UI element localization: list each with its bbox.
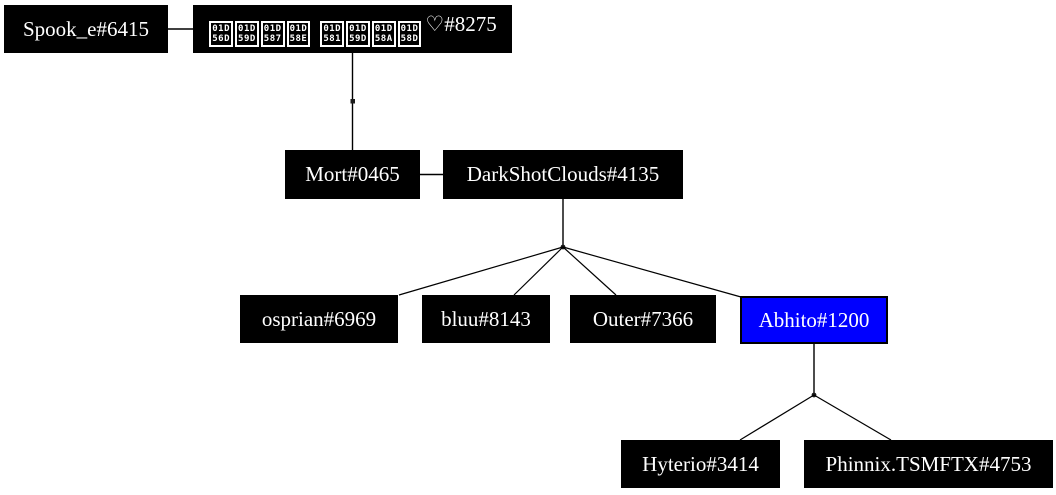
- node-label: bluu#8143: [441, 306, 531, 331]
- tree-node-outer: Outer#7366: [570, 295, 716, 343]
- node-label: Phinnix.TSMFTX#4753: [825, 451, 1032, 476]
- edge-to-osprian: [398, 246, 564, 296]
- edge-to-bluu: [513, 246, 564, 296]
- tree-node-darkshotclouds: DarkShotClouds#4135: [443, 150, 683, 199]
- edge-to-hyterio: [739, 394, 815, 441]
- node-label: Spook_e#6415: [23, 16, 149, 41]
- junction-point: [350, 99, 355, 104]
- node-label: Outer#7366: [592, 306, 694, 331]
- node-label: Mort#0465: [305, 162, 400, 186]
- tree-node-spook-e: Spook_e#6415: [4, 5, 168, 53]
- edge-to-phinnix: [813, 394, 892, 441]
- node-label: DarkShotClouds#4135: [466, 162, 660, 186]
- partner-name-suffix: ♡#8275: [425, 11, 497, 36]
- tree-node-phinnix: Phinnix.TSMFTX#4753: [804, 440, 1053, 488]
- tree-node-bluu: bluu#8143: [422, 295, 550, 343]
- tree-node-osprian: osprian#6969: [240, 295, 398, 343]
- edge-to-outer: [562, 246, 617, 296]
- node-label: Hyterio#3414: [642, 451, 759, 476]
- tree-node-abhito-highlighted: Abhito#1200: [740, 296, 888, 344]
- node-label: Abhito#1200: [758, 307, 870, 332]
- tree-node-mort: Mort#0465: [285, 150, 420, 199]
- tree-node-hyterio: Hyterio#3414: [621, 440, 780, 488]
- node-label: osprian#6969: [261, 306, 377, 331]
- edge-to-abhito: [562, 246, 742, 298]
